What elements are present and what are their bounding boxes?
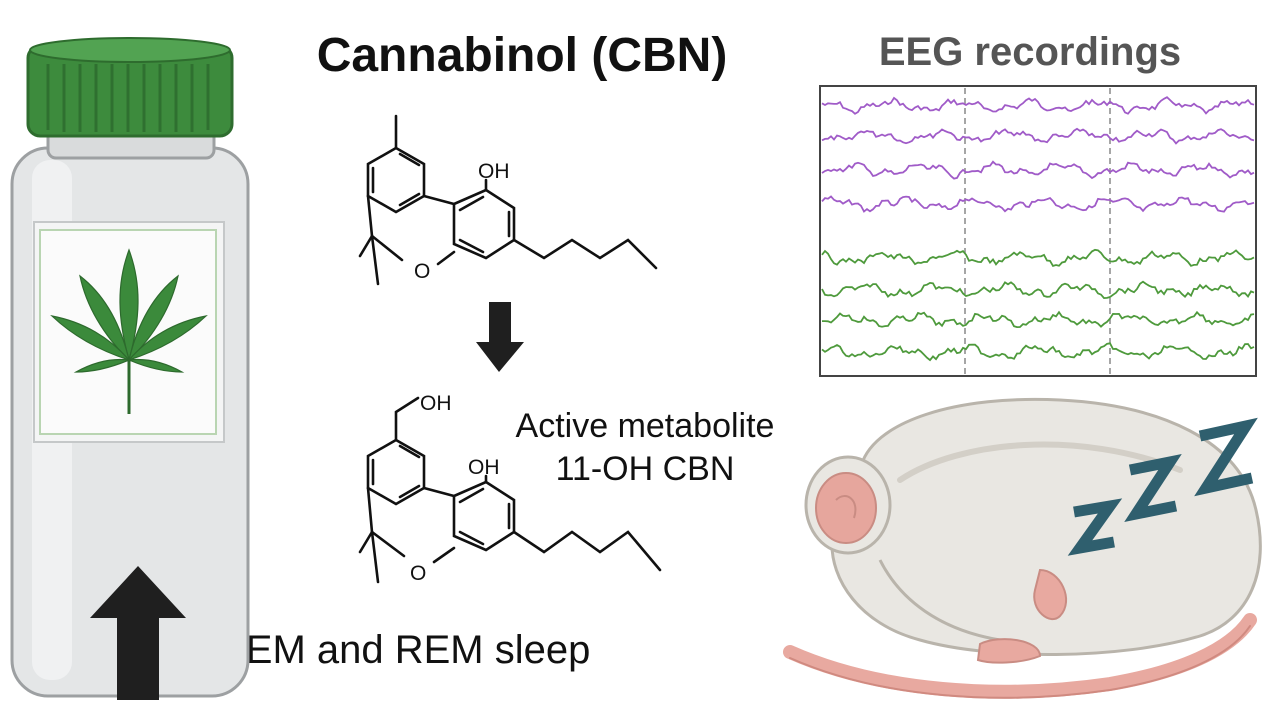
eeg-trace-8 [821,342,1255,362]
o-label-bottom: O [410,562,426,585]
arrow-up-icon [90,566,186,700]
oh-label-top: OH [478,160,510,183]
eeg-trace-4 [821,195,1255,213]
eeg-trace-5 [821,248,1255,267]
metabolite-line1: Active metabolite [515,407,775,445]
eeg-trace-3 [821,160,1255,180]
sleep-effect-label: NREM and REM sleep [188,628,591,672]
sleeping-mouse-icon [783,397,1262,699]
o-label-top: O [414,260,430,283]
eeg-traces [821,96,1255,362]
zzz-icon [1067,417,1258,556]
metabolite-line2: 11-OH CBN [555,450,735,488]
cbn-molecule [358,114,658,286]
eeg-trace-6 [821,280,1255,300]
arrow-down-icon [476,302,524,372]
eeg-trace-2 [821,127,1255,145]
eeg-trace-1 [821,96,1255,115]
oh-label-bottom: OH [468,456,500,479]
eeg-trace-7 [822,310,1255,329]
oh-cbn-molecule [358,396,662,584]
ch2oh-label: OH [420,392,452,415]
eeg-panel [819,85,1257,377]
cannabis-leaf-icon [50,248,208,414]
page-title: Cannabinol (CBN) [316,29,728,82]
eeg-title: EEG recordings [878,30,1182,74]
metabolite-label: Active metabolite 11-OH CBN [470,405,820,491]
